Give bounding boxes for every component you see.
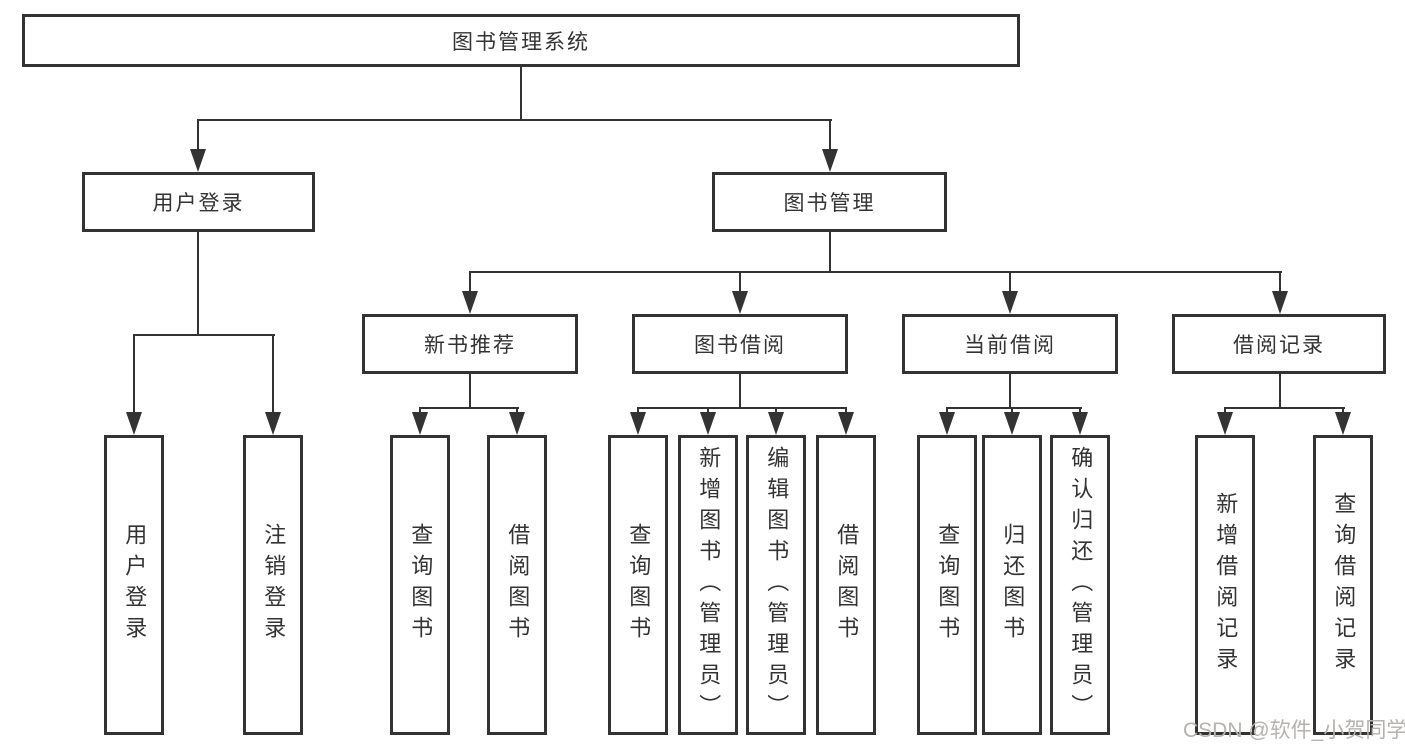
line-segment <box>707 407 709 415</box>
leaf-label: 注销登录 <box>261 523 287 647</box>
arrowhead-down-icon <box>1072 412 1088 435</box>
arrowhead-down-icon <box>838 412 854 435</box>
line-segment <box>197 119 199 150</box>
leaf-user-login: 用户登录 <box>104 435 164 735</box>
line-segment <box>469 271 471 293</box>
line-segment <box>1279 271 1281 293</box>
line-segment <box>516 407 518 415</box>
line-segment <box>775 407 777 415</box>
arrowhead-down-icon <box>462 291 478 314</box>
leaf-label: 查询图书 <box>408 523 434 647</box>
arrowhead-down-icon <box>700 412 716 435</box>
line-segment <box>1342 407 1344 415</box>
arrowhead-down-icon <box>1272 291 1288 314</box>
leaf-label: 用户登录 <box>122 523 148 647</box>
arrowhead-down-icon <box>412 412 428 435</box>
arrowhead-down-icon <box>190 149 206 172</box>
line-segment <box>637 407 639 415</box>
line-segment <box>829 119 831 150</box>
node-label: 图书管理 <box>783 192 876 215</box>
leaf-query-books-current: 查询图书 <box>917 435 977 735</box>
line-segment <box>469 374 471 409</box>
node-label: 当前借阅 <box>964 334 1056 357</box>
node-current-borrowing: 当前借阅 <box>902 314 1118 374</box>
leaf-add-book-admin: 新增图书（管理员） <box>678 435 738 735</box>
arrowhead-down-icon <box>939 412 955 435</box>
node-label: 图书借阅 <box>694 334 786 357</box>
leaf-edit-book-admin: 编辑图书（管理员） <box>746 435 806 735</box>
node-borrowing-records: 借阅记录 <box>1172 314 1386 374</box>
line-segment <box>197 232 199 336</box>
arrowhead-down-icon <box>1335 412 1351 435</box>
arrowhead-down-icon <box>822 149 838 172</box>
leaf-return-book: 归还图书 <box>982 435 1042 735</box>
node-label: 借阅记录 <box>1233 334 1325 357</box>
arrowhead-down-icon <box>509 412 525 435</box>
leaf-label: 编辑图书（管理员） <box>764 445 790 725</box>
arrowhead-down-icon <box>630 412 646 435</box>
node-user-login: 用户登录 <box>82 172 315 232</box>
line-segment <box>1011 407 1013 415</box>
arrowhead-down-icon <box>768 412 784 435</box>
line-segment <box>419 407 519 409</box>
node-library-management-system: 图书管理系统 <box>22 14 1020 67</box>
arrowhead-down-icon <box>732 291 748 314</box>
leaf-label: 新增图书（管理员） <box>696 445 722 725</box>
line-segment <box>1279 374 1281 409</box>
line-segment <box>520 67 522 121</box>
node-label: 新书推荐 <box>424 334 516 357</box>
line-segment <box>637 407 847 409</box>
leaf-label: 借阅图书 <box>505 523 531 647</box>
line-segment <box>946 407 1082 409</box>
line-segment <box>1224 407 1345 409</box>
leaf-logout: 注销登录 <box>243 435 303 735</box>
leaf-query-books-borrowing: 查询图书 <box>608 435 668 735</box>
arrowhead-down-icon <box>126 412 142 435</box>
leaf-borrow-books-borrowing: 借阅图书 <box>816 435 876 735</box>
leaf-label: 归还图书 <box>1000 523 1026 647</box>
line-segment <box>739 271 741 293</box>
leaf-add-borrow-record: 新增借阅记录 <box>1195 435 1255 735</box>
line-segment <box>1079 407 1081 415</box>
leaf-borrow-books-recommend: 借阅图书 <box>487 435 547 735</box>
line-segment <box>829 232 831 273</box>
line-segment <box>1009 271 1011 293</box>
leaf-label: 确认归还（管理员） <box>1068 445 1094 725</box>
arrowhead-down-icon <box>1217 412 1233 435</box>
leaf-label: 新增借阅记录 <box>1213 492 1239 678</box>
leaf-confirm-return-admin: 确认归还（管理员） <box>1050 435 1110 735</box>
leaf-query-borrow-record: 查询借阅记录 <box>1313 435 1373 735</box>
leaf-label: 借阅图书 <box>834 523 860 647</box>
node-label: 用户登录 <box>152 192 245 215</box>
line-segment <box>197 119 832 121</box>
line-segment <box>469 271 1282 273</box>
node-book-management: 图书管理 <box>712 172 947 232</box>
leaf-label: 查询图书 <box>935 523 961 647</box>
line-segment <box>845 407 847 415</box>
line-segment <box>946 407 948 415</box>
line-segment <box>272 334 274 413</box>
node-new-book-recommendation: 新书推荐 <box>362 314 578 374</box>
leaf-label: 查询图书 <box>626 523 652 647</box>
line-segment <box>1009 374 1011 409</box>
line-segment <box>133 334 275 336</box>
line-segment <box>419 407 421 415</box>
leaf-query-books-recommend: 查询图书 <box>390 435 450 735</box>
line-segment <box>133 334 135 413</box>
arrowhead-down-icon <box>1004 412 1020 435</box>
line-segment <box>1224 407 1226 415</box>
arrowhead-down-icon <box>1002 291 1018 314</box>
arrowhead-down-icon <box>265 412 281 435</box>
leaf-label: 查询借阅记录 <box>1331 492 1357 678</box>
csdn-watermark: CSDN @软件_小贺同学 <box>1183 719 1405 742</box>
line-segment <box>739 374 741 409</box>
node-label: 图书管理系统 <box>452 30 590 54</box>
node-book-borrowing: 图书借阅 <box>632 314 848 374</box>
